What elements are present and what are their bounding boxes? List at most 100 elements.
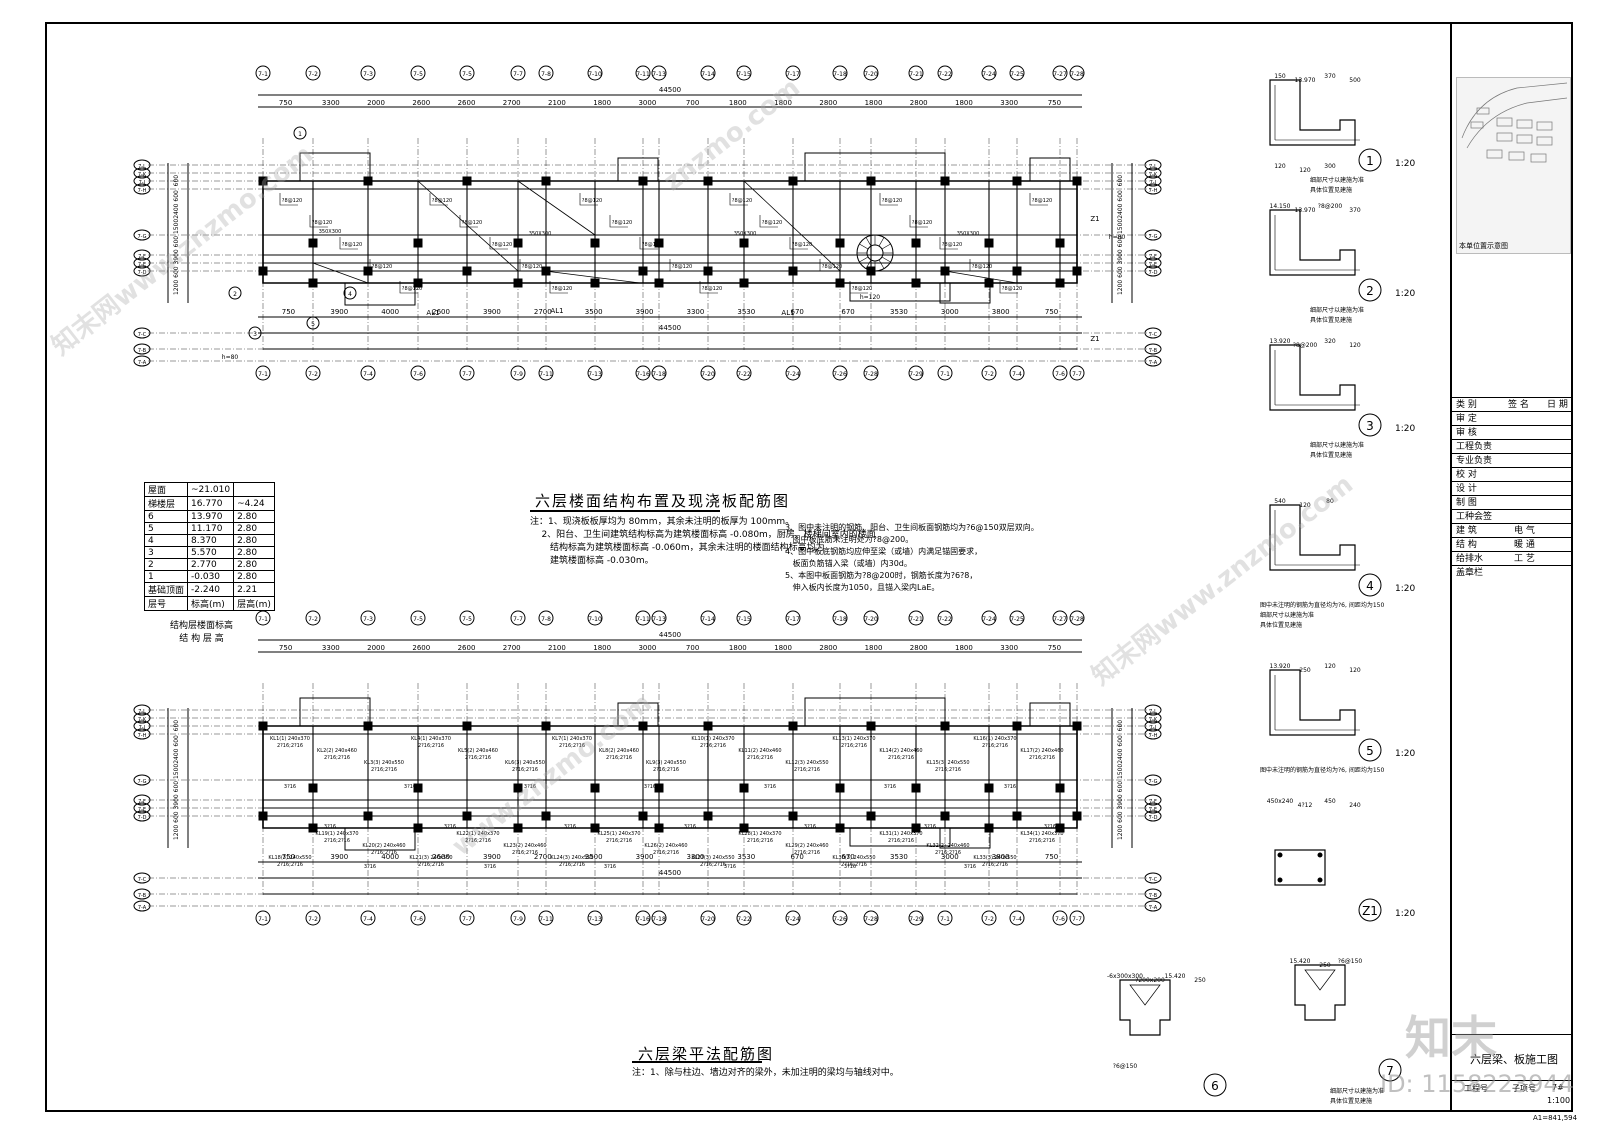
section-marker	[248, 326, 262, 340]
axis-bubble	[587, 910, 603, 926]
column	[638, 266, 648, 276]
axis-bubble	[700, 65, 716, 81]
al1-label: AL1	[550, 307, 563, 315]
detail-number: 7	[1386, 1064, 1394, 1078]
top-span-dim: 1800	[955, 99, 973, 107]
axis-label: 7-26	[833, 371, 847, 378]
slab-diagonal	[312, 262, 369, 284]
axis-bubble	[510, 610, 526, 626]
axis-bubble	[1144, 327, 1162, 339]
detail-number: 4	[1366, 579, 1374, 593]
beam-label: KL6(3) 240x550	[505, 760, 545, 766]
rebar-label: ?8@120	[762, 220, 782, 226]
beam-rebar-label: 2?16;2?16	[606, 838, 632, 844]
left-dim: 1200	[173, 280, 180, 295]
axis-bubble	[863, 65, 879, 81]
axis-label: 7-B	[138, 348, 147, 354]
axis-bubble	[1069, 610, 1085, 626]
beam-rebar-label: 3?16	[764, 784, 776, 790]
axis-label: 7-7	[462, 371, 472, 378]
axis-bubble	[651, 365, 667, 381]
bottom-span-dim: 3900	[636, 308, 654, 316]
balcony-outline	[1029, 157, 1071, 182]
axis-label: 7-13	[652, 71, 666, 78]
left-dim: 1200	[173, 825, 180, 840]
beam-label: KL11(2) 240x460	[738, 748, 781, 754]
right-dim: 1500	[1117, 764, 1124, 779]
axis-label: 7-2	[308, 916, 318, 923]
detail-scale: 1:20	[1395, 749, 1415, 759]
axis-bubble	[1052, 65, 1068, 81]
top-span-dim: 2600	[412, 99, 430, 107]
axis-bubble	[1069, 65, 1085, 81]
axis-bubble	[459, 65, 475, 81]
axis-bubble	[785, 610, 801, 626]
axis-label: 7-15	[737, 71, 751, 78]
title-block: 本单位置示意图 类 别签 名日 期审 定审 核工程负责专业负责校 对设 计制 图…	[1450, 22, 1573, 1110]
axis-bubble	[1144, 712, 1162, 724]
discipline-label: 暖 通	[1514, 540, 1535, 550]
detail-number: 6	[1211, 1079, 1219, 1093]
column	[413, 238, 423, 248]
axis-label: 7-28	[864, 916, 878, 923]
column	[1072, 266, 1082, 276]
rebar-symbol	[999, 281, 1018, 294]
column	[1055, 823, 1065, 833]
rebar-symbol	[519, 259, 538, 272]
watermark-id: ID: 1158223944	[1380, 1070, 1574, 1098]
bottom-span-dim: 2600	[432, 853, 450, 861]
detail-note: 具体位置见建施	[1310, 316, 1352, 324]
level-cell: -2.240	[187, 582, 235, 597]
axis-label: 7-5	[462, 71, 472, 78]
axis-label: 7-B	[1149, 348, 1158, 354]
column	[788, 811, 798, 821]
rebar-label: ?8@120	[732, 198, 752, 204]
axis-label: 7-6	[413, 916, 423, 923]
detail-dim: 500	[1349, 77, 1361, 84]
axis-bubble	[305, 65, 321, 81]
level-cell	[233, 482, 275, 497]
axis-bubble	[133, 872, 151, 884]
axis-label: 7-18	[833, 71, 847, 78]
axis-label: 7-20	[864, 616, 878, 623]
detail-dim: 13.920	[1270, 663, 1291, 670]
detail-dim: 250	[1194, 977, 1206, 984]
axis-bubble	[863, 365, 879, 381]
axis-bubble	[1069, 365, 1085, 381]
level-cell: 6	[143, 510, 189, 523]
discipline-label: 结 构	[1456, 540, 1477, 550]
column	[258, 811, 268, 821]
column	[363, 811, 373, 821]
axis-label: 7-A	[138, 905, 147, 911]
axis-label: 7-11	[539, 371, 553, 378]
column	[984, 783, 994, 793]
detail-dim: 250	[1319, 962, 1331, 969]
detail-dim: 320	[1324, 338, 1336, 345]
detail-note: 图中未注明的钢筋为直径均为?6, 间距均为150	[1260, 766, 1384, 774]
axis-bubble	[1144, 257, 1162, 269]
top-span-dim: 750	[1048, 644, 1061, 652]
detail-dim: 80	[1326, 498, 1334, 505]
axis-label: 7-26	[833, 916, 847, 923]
al1-label: AL1	[426, 309, 439, 317]
right-dim: 3900	[1117, 249, 1124, 264]
axis-bubble	[459, 910, 475, 926]
left-dim: 600	[173, 735, 180, 747]
overall-dim: 44500	[659, 86, 681, 94]
detail-dim: 120	[1299, 502, 1311, 509]
rebar-symbol	[369, 259, 388, 272]
column	[308, 783, 318, 793]
beam-rebar-label: 3?16	[644, 784, 656, 790]
beam-rebar-label: 3?16	[884, 784, 896, 790]
bottom-span-dim: 670	[791, 308, 804, 316]
bottom-span-dim: 3500	[585, 853, 603, 861]
axis-bubble	[133, 355, 151, 367]
right-dim: 1200	[1117, 280, 1124, 295]
beam-rebar-label: 3?16	[724, 864, 736, 870]
top-span-dim: 2700	[503, 99, 521, 107]
axis-bubble	[459, 610, 475, 626]
column	[541, 811, 551, 821]
axis-bubble	[863, 910, 879, 926]
column	[590, 823, 600, 833]
beam-note: 注：1、除与柱边、墙边对齐的梁外，未加注明的梁均与轴线对中。	[632, 1068, 899, 1078]
